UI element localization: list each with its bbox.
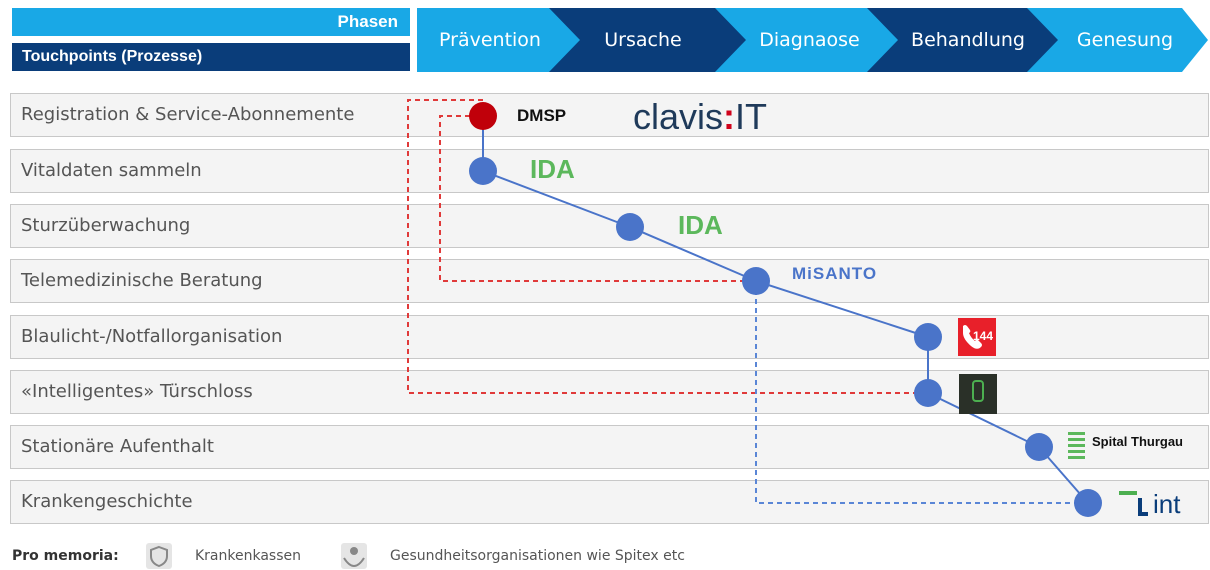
- ida-logo-1: IDA: [530, 154, 575, 184]
- phase-praevention: Prävention: [439, 29, 541, 51]
- phase-chevron-genesung: [1027, 8, 1208, 72]
- row-krankengeschichte: Krankengeschichte: [10, 480, 1209, 524]
- emergency-144-label: 144: [973, 329, 994, 343]
- ida-logo-2: IDA: [678, 210, 723, 240]
- phone-icon: [963, 325, 982, 349]
- phase-behandlung: Behandlung: [911, 29, 1025, 51]
- phasen-label: Phasen: [12, 8, 410, 36]
- bint-mark-b: [1138, 498, 1148, 516]
- dashed-link-blue: [755, 281, 1088, 504]
- clavis-it-text: IT: [735, 96, 768, 137]
- phase-chevron-diagnaose: [715, 8, 900, 72]
- row-label: Vitaldaten sammeln: [21, 160, 202, 181]
- node-registration: [469, 102, 497, 130]
- dashed-link-red-outer: [407, 99, 928, 394]
- clavis-logo: clavis:IT: [633, 96, 768, 137]
- row-label: Sturzüberwachung: [21, 215, 191, 236]
- gesundheitsorganisationen-label: Gesundheitsorganisationen wie Spitex etc: [390, 548, 685, 564]
- touchpoints-label: Touchpoints (Prozesse): [12, 43, 410, 71]
- node-notfall: [914, 323, 942, 351]
- dmsp-label: DMSP: [517, 106, 567, 125]
- krankenkassen-label: Krankenkassen: [195, 548, 301, 564]
- node-telemedizin: [742, 267, 770, 295]
- pro-memoria-label: Pro memoria:: [12, 548, 119, 564]
- row-label: Telemedizinische Beratung: [21, 270, 263, 291]
- dashed-link-red-inner: [439, 115, 756, 282]
- spital-thurgau-logo: Spital Thurgau: [1092, 434, 1183, 449]
- phase-chevron-ursache: [549, 8, 748, 72]
- phase-genesung: Genesung: [1076, 29, 1174, 51]
- row-registration: Registration & Service-Abonnemente: [10, 93, 1209, 137]
- row-label: Krankengeschichte: [21, 491, 193, 512]
- row-label: Stationäre Aufenthalt: [21, 436, 214, 457]
- row-label: «Intelligentes» Türschloss: [21, 381, 253, 402]
- clavis-text: clavis: [633, 96, 724, 137]
- node-tuerschloss: [914, 379, 942, 407]
- row-label: Blaulicht-/Notfallorganisation: [21, 326, 283, 347]
- row-label: Registration & Service-Abonnemente: [21, 104, 355, 125]
- spital-thurgau-icon: [1068, 432, 1085, 459]
- shield-icon: [146, 543, 172, 569]
- bint-mark-bar: [1119, 491, 1137, 495]
- care-hands-icon: [341, 543, 367, 569]
- row-vitaldaten: Vitaldaten sammeln: [10, 149, 1209, 193]
- phase-diagnaose: Diagnaose: [759, 29, 860, 51]
- journey-path: [482, 116, 1089, 504]
- phase-chevron-behandlung: [867, 8, 1060, 72]
- node-krankengeschichte: [1074, 489, 1102, 517]
- misanto-logo: MiSANTO: [792, 264, 878, 283]
- bint-logo: int: [1153, 489, 1181, 519]
- phase-arrow-bar: [417, 8, 1208, 72]
- node-vitaldaten: [469, 157, 497, 185]
- node-sturz: [616, 213, 644, 241]
- node-stationaer: [1025, 433, 1053, 461]
- row-notfall: Blaulicht-/Notfallorganisation: [10, 315, 1209, 359]
- phase-chevron-praevention: [417, 8, 582, 72]
- row-sturz: Sturzüberwachung: [10, 204, 1209, 248]
- phase-ursache: Ursache: [604, 29, 682, 51]
